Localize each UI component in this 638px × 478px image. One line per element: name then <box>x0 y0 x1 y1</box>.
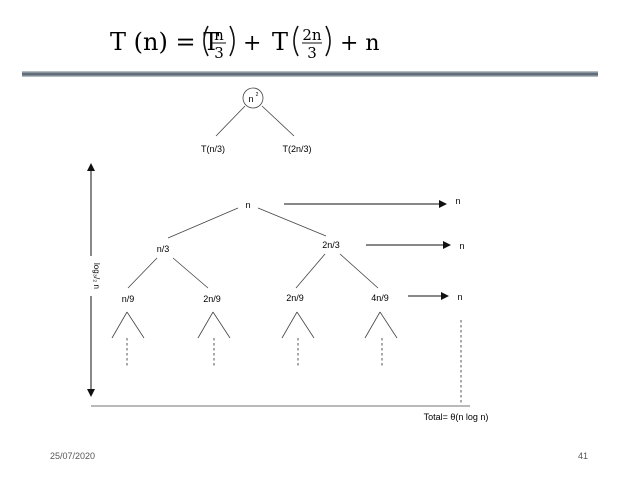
height-label-mask <box>85 256 97 296</box>
level-cost-1: n <box>459 241 464 251</box>
formula-paren-open-2 <box>293 25 299 57</box>
formula-frac2-num: 2n <box>302 26 322 44</box>
recurrence-formula: T (n) = T n 3 + T 2n 3 + n <box>110 25 380 62</box>
formula-paren-close-2 <box>325 25 331 57</box>
formula-tail: + n <box>340 31 380 56</box>
footer-date: 25/07/2020 <box>50 451 96 461</box>
tree-edge-n3-right <box>172 257 209 289</box>
footer-page-number: 41 <box>578 451 589 461</box>
formula-frac1-num: n <box>214 26 224 44</box>
small-tree-root-exponent: 2 <box>256 92 259 98</box>
level2-node-3: 2n/9 <box>286 293 304 303</box>
level2-node-4: 4n/9 <box>371 293 389 303</box>
level1-node-left: n/3 <box>157 244 170 254</box>
level2-node-2: 2n/9 <box>203 294 221 304</box>
height-arrow-top-head <box>87 163 95 171</box>
tree-edge-n3-left <box>127 257 158 289</box>
level2-node-1: n/9 <box>122 294 135 304</box>
tree-edge-root-right <box>257 207 327 237</box>
small-tree-edge-left <box>215 105 246 137</box>
formula-frac2-den: 3 <box>307 44 317 62</box>
formula-plus: + <box>243 31 261 56</box>
formula-paren-close-1 <box>229 25 235 57</box>
height-label: log₃/₂ n <box>92 263 101 289</box>
level0-node: n <box>245 200 250 210</box>
formula-lhs: T (n) = T <box>110 28 219 56</box>
small-tree-root-label: n <box>248 94 253 104</box>
small-tree-right-label: T(2n/3) <box>282 144 311 154</box>
tree-edge-2n3-right <box>339 253 379 289</box>
small-tree-left-label: T(n/3) <box>201 144 225 154</box>
tree-edge-2n3-left <box>295 253 326 289</box>
formula-t2: T <box>272 28 288 56</box>
formula-paren-open-1 <box>203 25 209 57</box>
level-cost-0: n <box>455 196 460 206</box>
subtree-continuation-dots <box>126 338 383 368</box>
small-tree-edge-right <box>261 105 295 137</box>
subtree-branches <box>111 311 398 339</box>
level-cost-2: n <box>457 292 462 302</box>
formula-frac1-den: 3 <box>214 44 224 62</box>
title-divider <box>22 71 598 77</box>
tree-edge-root-left <box>167 207 239 239</box>
total-label: Total= θ(n log n) <box>424 412 489 422</box>
height-arrow-bottom-head <box>87 389 95 397</box>
small-tree-root-circle <box>242 87 264 109</box>
level1-node-right: 2n/3 <box>322 240 340 250</box>
